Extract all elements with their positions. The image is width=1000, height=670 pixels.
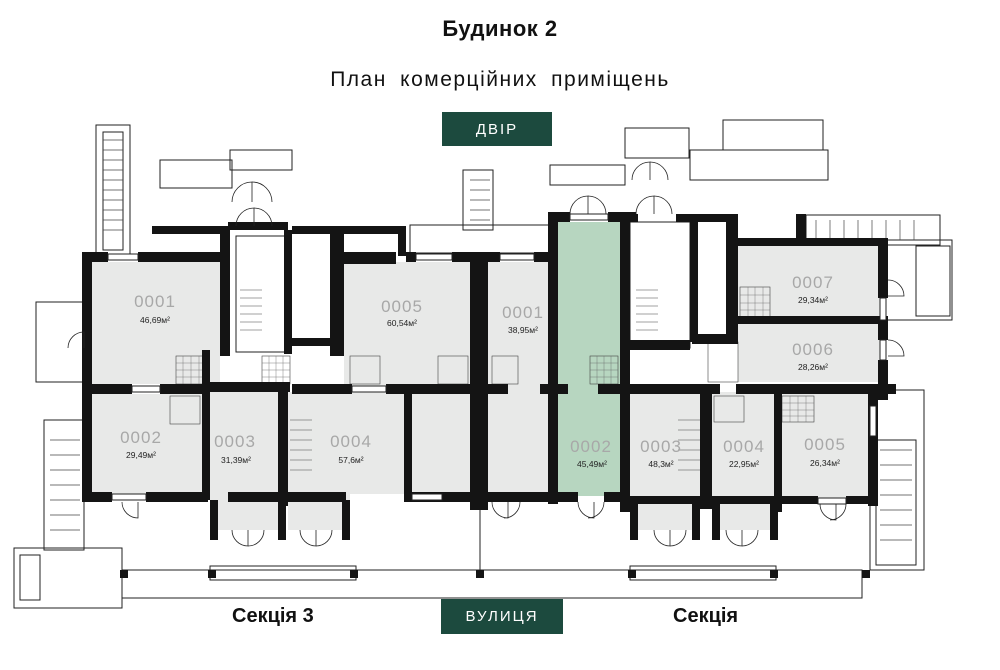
room-number: 0005 xyxy=(381,297,423,316)
room-area: 31,39м² xyxy=(221,455,251,465)
room-number: 0006 xyxy=(792,340,834,359)
room-area: 28,26м² xyxy=(798,362,828,372)
section-label-left: Секція 3 xyxy=(232,605,314,627)
room-number: 0001 xyxy=(134,292,176,311)
building-title: Будинок 2 xyxy=(442,16,558,41)
courtyard-badge: ДВІР xyxy=(442,112,552,146)
street-badge: ВУЛИЦЯ xyxy=(441,599,563,634)
room-number: 0001 xyxy=(502,303,544,322)
room-labels: 0001 46,69м² 0002 29,49м² 0003 31,39м² 0… xyxy=(120,273,846,469)
room-number: 0003 xyxy=(214,432,256,451)
room-area: 45,49м² xyxy=(577,459,607,469)
room-area: 29,34м² xyxy=(798,295,828,305)
room-area: 57,6м² xyxy=(338,455,363,465)
room-number: 0004 xyxy=(330,432,372,451)
room-number: 0002 xyxy=(570,437,612,456)
room-number: 0002 xyxy=(120,428,162,447)
room-number: 0004 xyxy=(723,437,765,456)
room-area: 48,3м² xyxy=(648,459,673,469)
room-number: 0003 xyxy=(640,437,682,456)
room-area: 60,54м² xyxy=(387,318,417,328)
room-area: 26,34м² xyxy=(810,458,840,468)
room-number: 0005 xyxy=(804,435,846,454)
section-label-right: Секція xyxy=(673,605,739,627)
room-area: 46,69м² xyxy=(140,315,170,325)
room-area: 29,49м² xyxy=(126,450,156,460)
room-number: 0007 xyxy=(792,273,834,292)
room-area: 22,95м² xyxy=(729,459,759,469)
room-area: 38,95м² xyxy=(508,325,538,335)
plan-subtitle: План комерційних приміщень xyxy=(330,68,670,91)
